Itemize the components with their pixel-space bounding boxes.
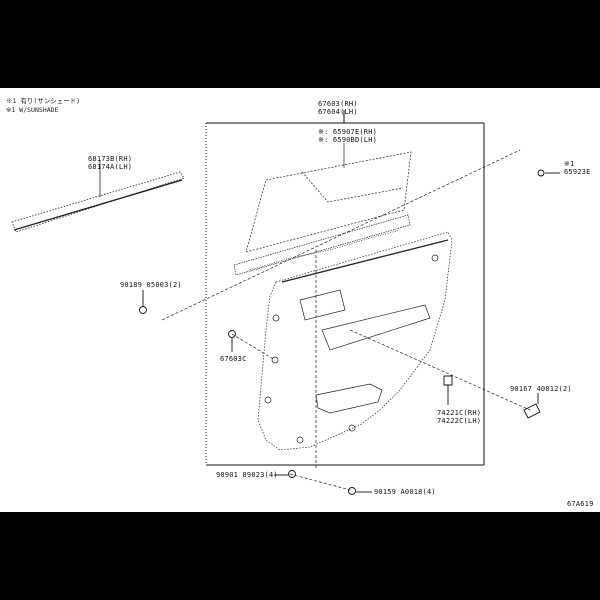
label-belt-moulding[interactable]: 68173B(RH) 68174A(LH) bbox=[88, 155, 133, 171]
clip-icon bbox=[288, 470, 296, 478]
assembly-frame bbox=[205, 110, 485, 466]
garnish-strip-icon bbox=[233, 214, 411, 276]
bottom-black-band bbox=[0, 512, 600, 600]
screw-icon bbox=[523, 403, 541, 419]
label-clip-lower[interactable]: 90901 89023(4) bbox=[216, 471, 278, 479]
label-clip-trim[interactable]: 67603C bbox=[220, 355, 247, 363]
belt-moulding-icon bbox=[11, 160, 185, 233]
label-bracket[interactable]: 74221C(RH) 74222C(LH) bbox=[437, 409, 482, 425]
label-sunshade[interactable]: ※: 65907E(RH) ※: 6590BD(LH) bbox=[318, 128, 378, 144]
leader-lines bbox=[161, 149, 531, 491]
legend-row: ※1 W/SUNSHADE bbox=[6, 106, 59, 114]
label-screw-bottom[interactable]: 90159 A0018(4) bbox=[374, 488, 436, 496]
clip-icon bbox=[228, 330, 236, 338]
hook-icon bbox=[537, 169, 545, 177]
legend-row: ※1 有り(サンシェード) bbox=[6, 97, 81, 105]
sunshade-icon bbox=[245, 143, 412, 253]
door-trim-panel-icon bbox=[257, 231, 453, 451]
figure-code: 67A619 bbox=[567, 500, 594, 508]
label-screw-side[interactable]: 90167 40012(2) bbox=[510, 385, 572, 393]
bracket-icon bbox=[443, 375, 453, 386]
label-sunshade-hook[interactable]: ※1 65923E bbox=[564, 160, 591, 176]
fastener-icons bbox=[139, 169, 560, 495]
label-clip-upper[interactable]: 90189 05003(2) bbox=[120, 281, 182, 289]
clip-icon bbox=[139, 306, 147, 314]
screw-icon bbox=[348, 487, 356, 495]
label-trim-board[interactable]: 67603(RH) 67604(LH) bbox=[318, 100, 358, 116]
top-black-band bbox=[0, 0, 600, 88]
legend: ※1 有り(サンシェード) ※1 W/SUNSHADE bbox=[6, 97, 80, 115]
